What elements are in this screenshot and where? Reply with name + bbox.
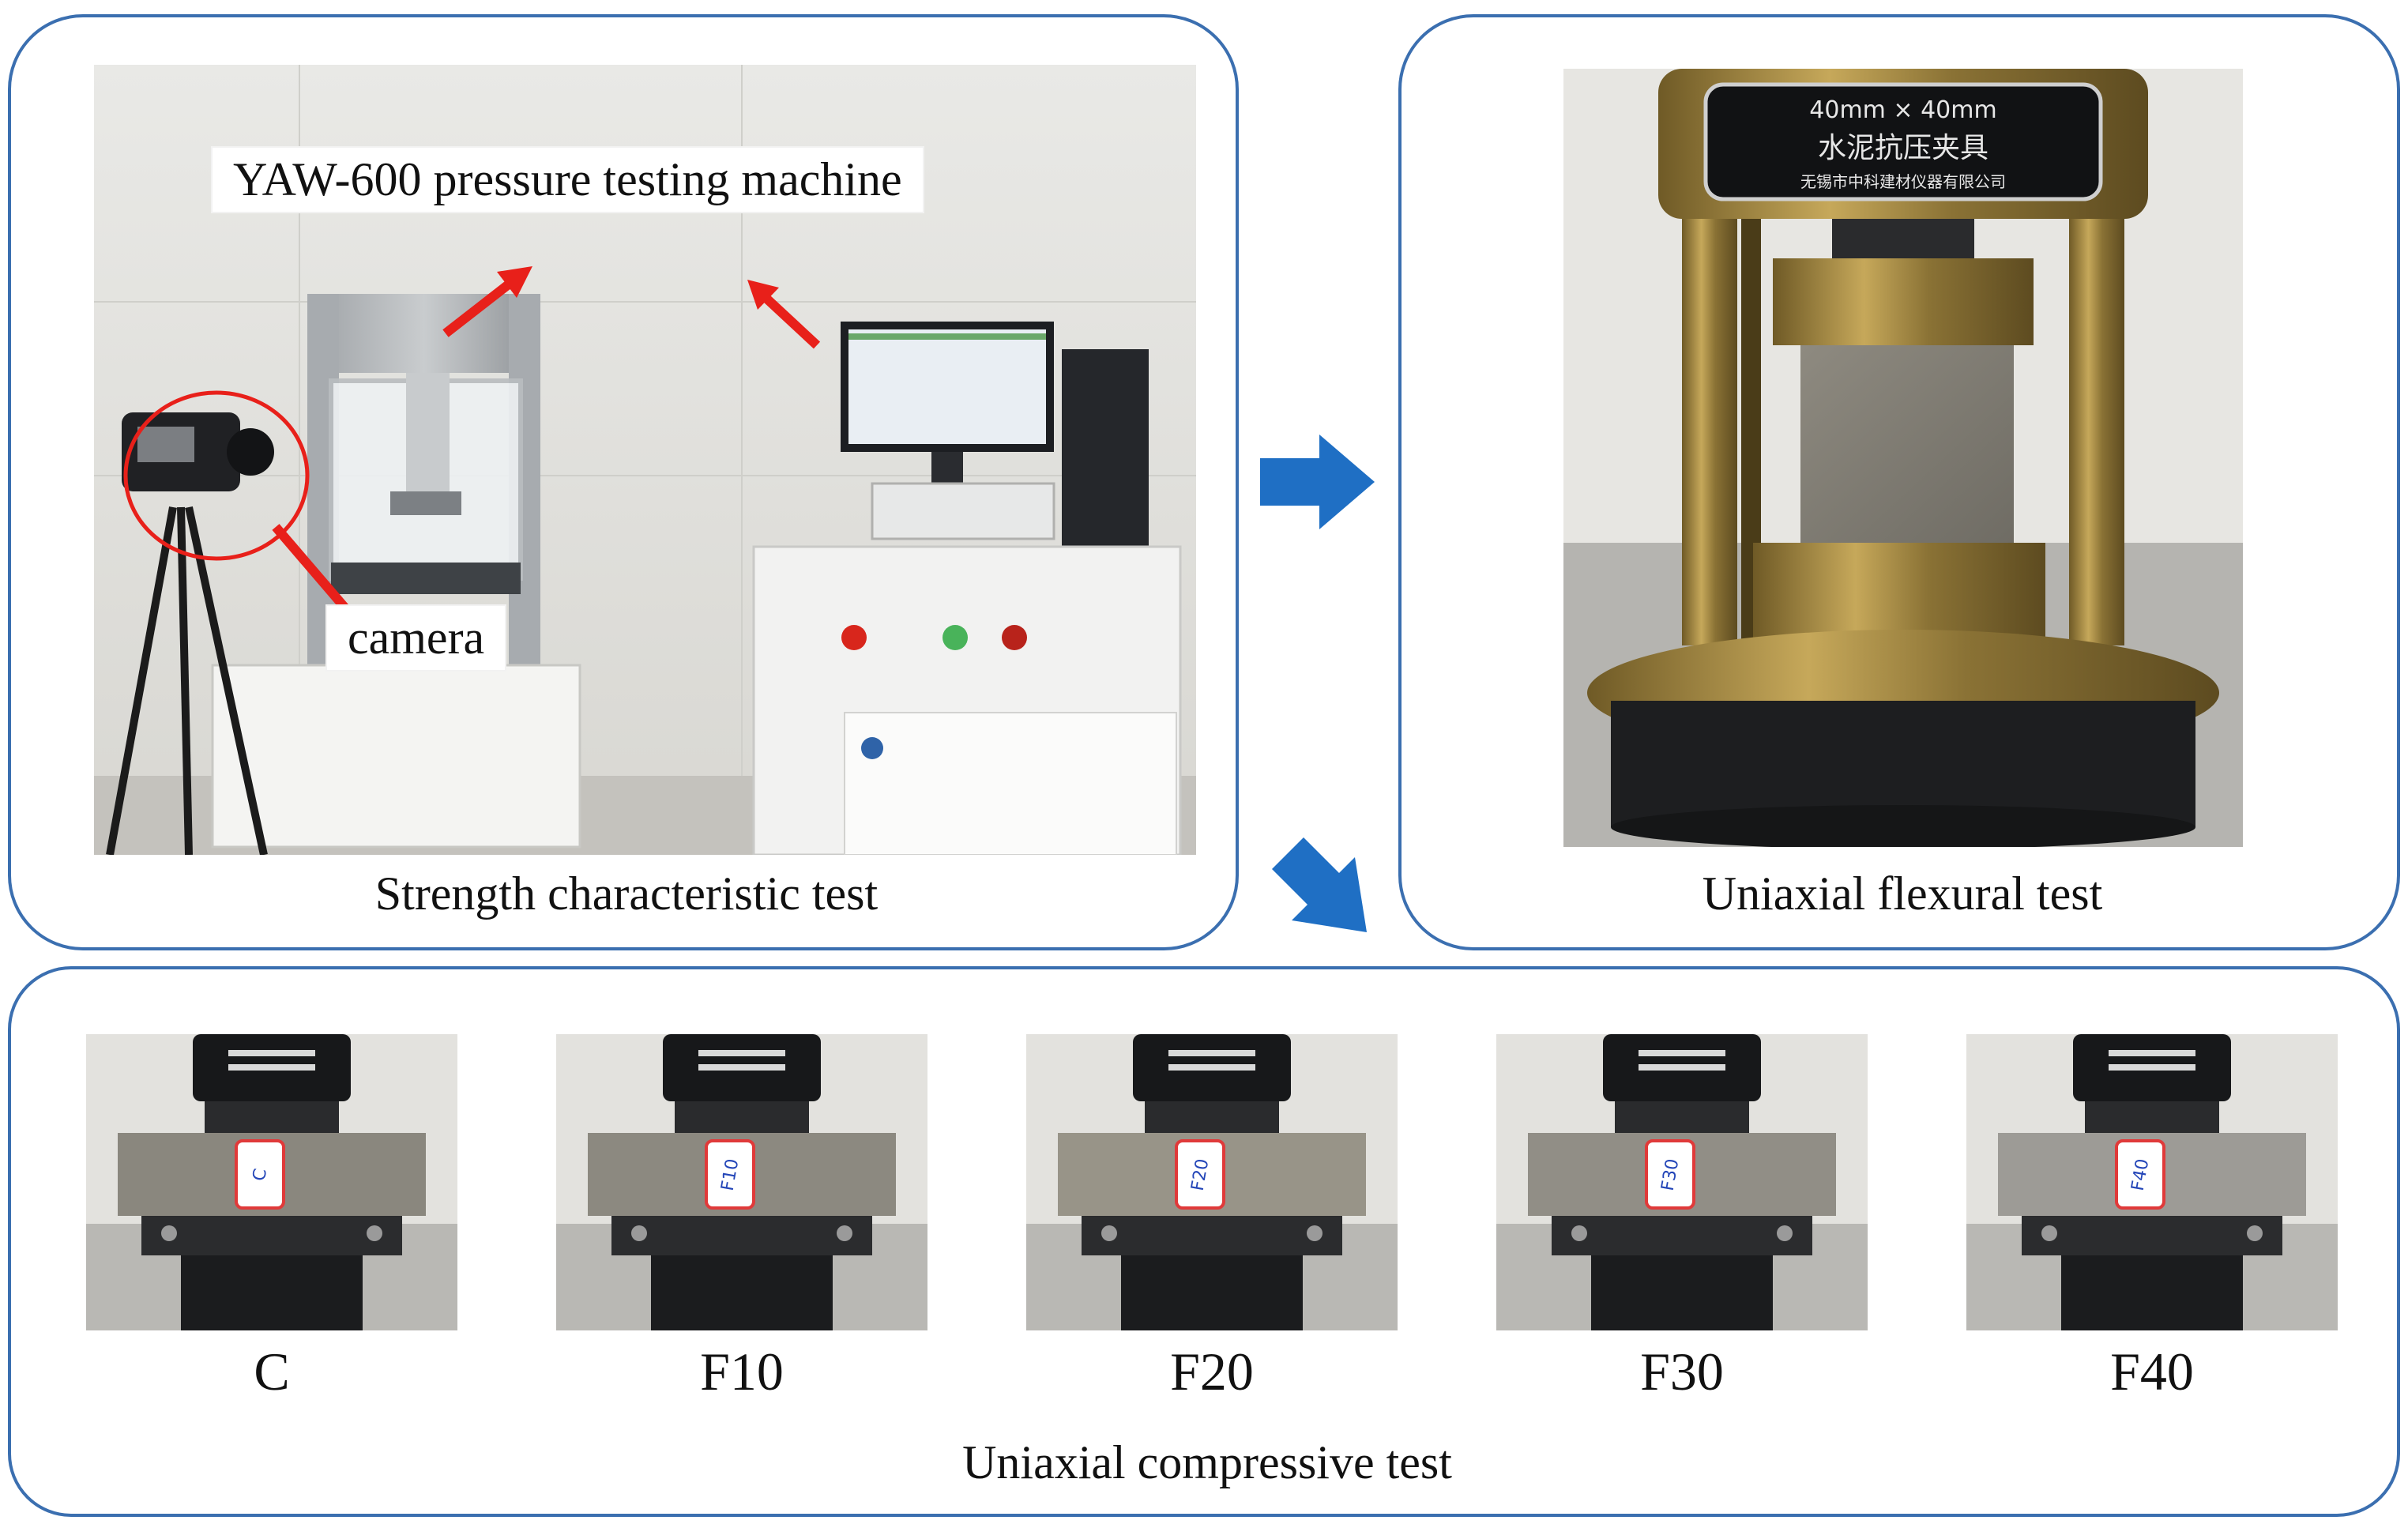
sample-label: C	[254, 1341, 290, 1402]
sample-label: F40	[2110, 1341, 2194, 1402]
strength-test-panel: YAW-600 pressure testing machine camera …	[8, 14, 1239, 950]
sample-photo: F40	[1966, 1034, 2338, 1330]
camera-highlight-circle-icon	[123, 390, 310, 561]
sample-tag	[705, 1139, 755, 1210]
sample-photo: F30	[1496, 1034, 1868, 1330]
sample-tag	[235, 1139, 285, 1210]
sample-photo: C	[86, 1034, 457, 1330]
strength-test-caption: Strength characteristic test	[374, 867, 879, 920]
clamp-plate-maker: 无锡市中科建材仪器有限公司	[1800, 172, 2006, 191]
sample-tag	[2115, 1139, 2165, 1210]
flow-arrow-down-right-icon	[1272, 837, 1367, 932]
clamp-plate-name: 水泥抗压夹具	[1818, 132, 1988, 164]
camera-callout-label: camera	[327, 606, 506, 670]
sample-tag-text: C	[250, 1167, 271, 1182]
flexural-test-panel: 40mm × 40mm 水泥抗压夹具 无锡市中科建材仪器有限公司 Uniaxia…	[1398, 14, 2400, 950]
sample-photo: F20	[1026, 1034, 1398, 1330]
flexural-test-photo: 40mm × 40mm 水泥抗压夹具 无锡市中科建材仪器有限公司	[1563, 69, 2243, 847]
flow-arrow-right-icon	[1260, 435, 1375, 529]
machine-callout-label: YAW-600 pressure testing machine	[213, 148, 923, 212]
sample-photo: F10	[556, 1034, 927, 1330]
sample-label: F20	[1170, 1341, 1254, 1402]
callout-arrow-icon	[442, 266, 821, 349]
sample-label: F10	[700, 1341, 784, 1402]
camera-callout-arrow-icon	[272, 524, 351, 613]
compressive-test-caption: Uniaxial compressive test	[962, 1436, 1452, 1488]
sample-tag	[1645, 1139, 1695, 1210]
flexural-test-caption: Uniaxial flexural test	[1702, 867, 2103, 920]
sample-label: F30	[1640, 1341, 1724, 1402]
sample-tag	[1175, 1139, 1225, 1210]
clamp-plate-size: 40mm × 40mm	[1809, 96, 1996, 124]
